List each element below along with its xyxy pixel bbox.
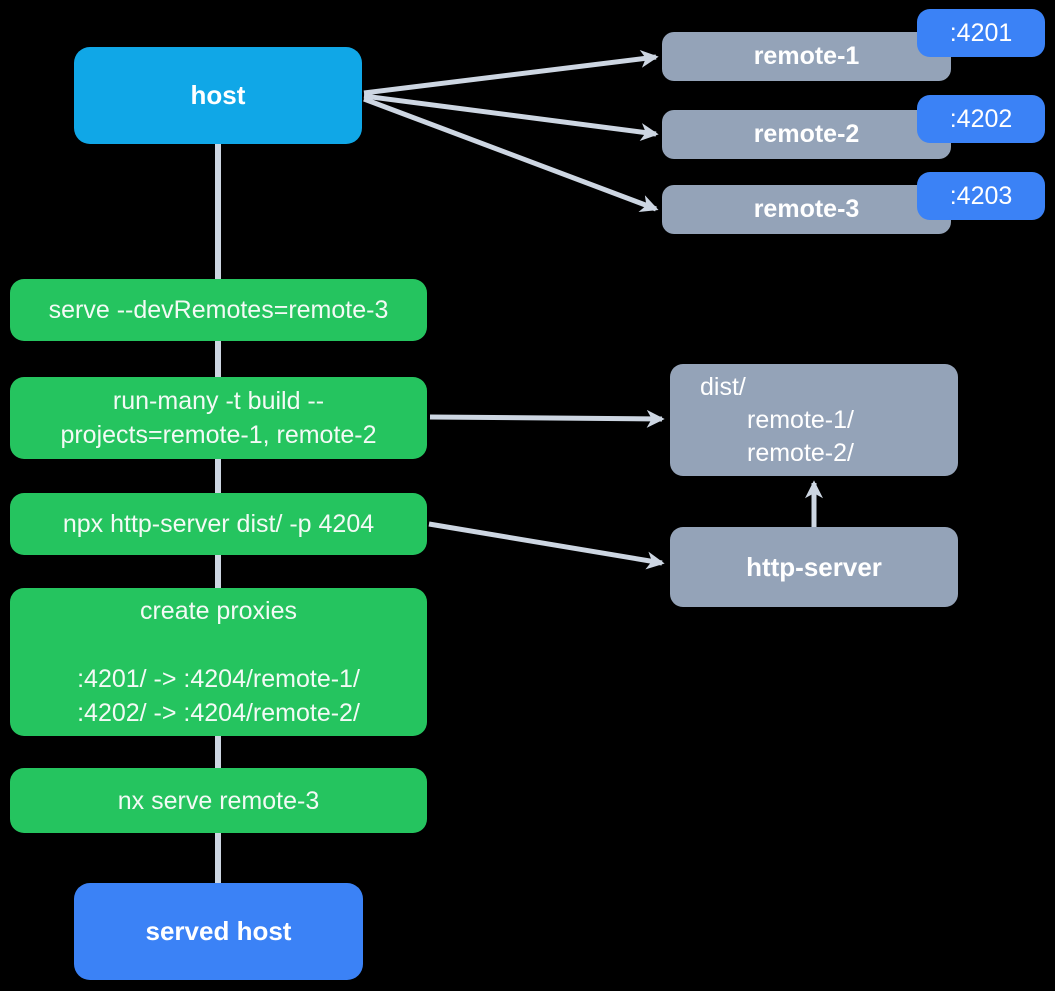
port-badge-4201-label: :4201 — [949, 18, 1013, 47]
host-node: host — [74, 47, 362, 144]
http-server-node: http-server — [670, 527, 958, 607]
remote-1-label: remote-1 — [753, 42, 860, 70]
arrow-host-to-remote-3 — [363, 96, 659, 213]
arrow-host-to-remote-2 — [363, 93, 659, 141]
step-create-proxies-box: create proxies :4201/ -> :4204/remote-1/… — [10, 588, 427, 736]
step-http-server-command: npx http-server dist/ -p 4204 — [62, 510, 375, 538]
step-http-server-box: npx http-server dist/ -p 4204 — [10, 493, 427, 555]
port-badge-4203-label: :4203 — [949, 181, 1013, 210]
remote-2-node: remote-2 — [662, 110, 951, 159]
arrow-build-to-dist — [429, 409, 665, 428]
served-host-label: served host — [145, 916, 292, 946]
dist-folder-node: dist/ remote-1/ remote-2/ — [670, 364, 958, 476]
port-badge-4201: :4201 — [917, 9, 1045, 57]
remote-3-node: remote-3 — [662, 185, 951, 234]
dist-folder-remote-1: remote-1/ — [747, 406, 854, 434]
step-build-box: run-many -t build -- projects=remote-1, … — [10, 377, 427, 459]
arrow-http-command-to-http-server — [428, 521, 665, 570]
step-serve-command: serve --devRemotes=remote-3 — [48, 296, 389, 324]
remote-2-label: remote-2 — [753, 120, 860, 148]
step-nx-serve-box: nx serve remote-3 — [10, 768, 427, 833]
dist-folder-root: dist/ — [700, 373, 746, 401]
port-badge-4202-label: :4202 — [949, 104, 1013, 133]
create-proxies-title: create proxies — [139, 597, 298, 625]
http-server-label: http-server — [746, 551, 882, 582]
proxy-rule-2: :4202/ -> :4204/remote-2/ — [77, 699, 360, 727]
served-host-node: served host — [74, 883, 363, 980]
step-build-command-line-1: run-many -t build -- — [112, 387, 325, 415]
proxy-rule-1: :4201/ -> :4204/remote-1/ — [77, 665, 360, 693]
host-label: host — [190, 80, 246, 110]
step-build-command-line-2: projects=remote-1, remote-2 — [60, 421, 377, 449]
step-nx-serve-command: nx serve remote-3 — [117, 786, 320, 815]
remote-3-label: remote-3 — [753, 195, 860, 223]
remote-1-node: remote-1 — [662, 32, 951, 81]
dist-folder-remote-2: remote-2/ — [747, 439, 854, 467]
port-badge-4202: :4202 — [917, 95, 1045, 143]
port-badge-4203: :4203 — [917, 172, 1045, 220]
step-serve-box: serve --devRemotes=remote-3 — [10, 279, 427, 341]
arrow-host-to-remote-1 — [363, 49, 659, 96]
